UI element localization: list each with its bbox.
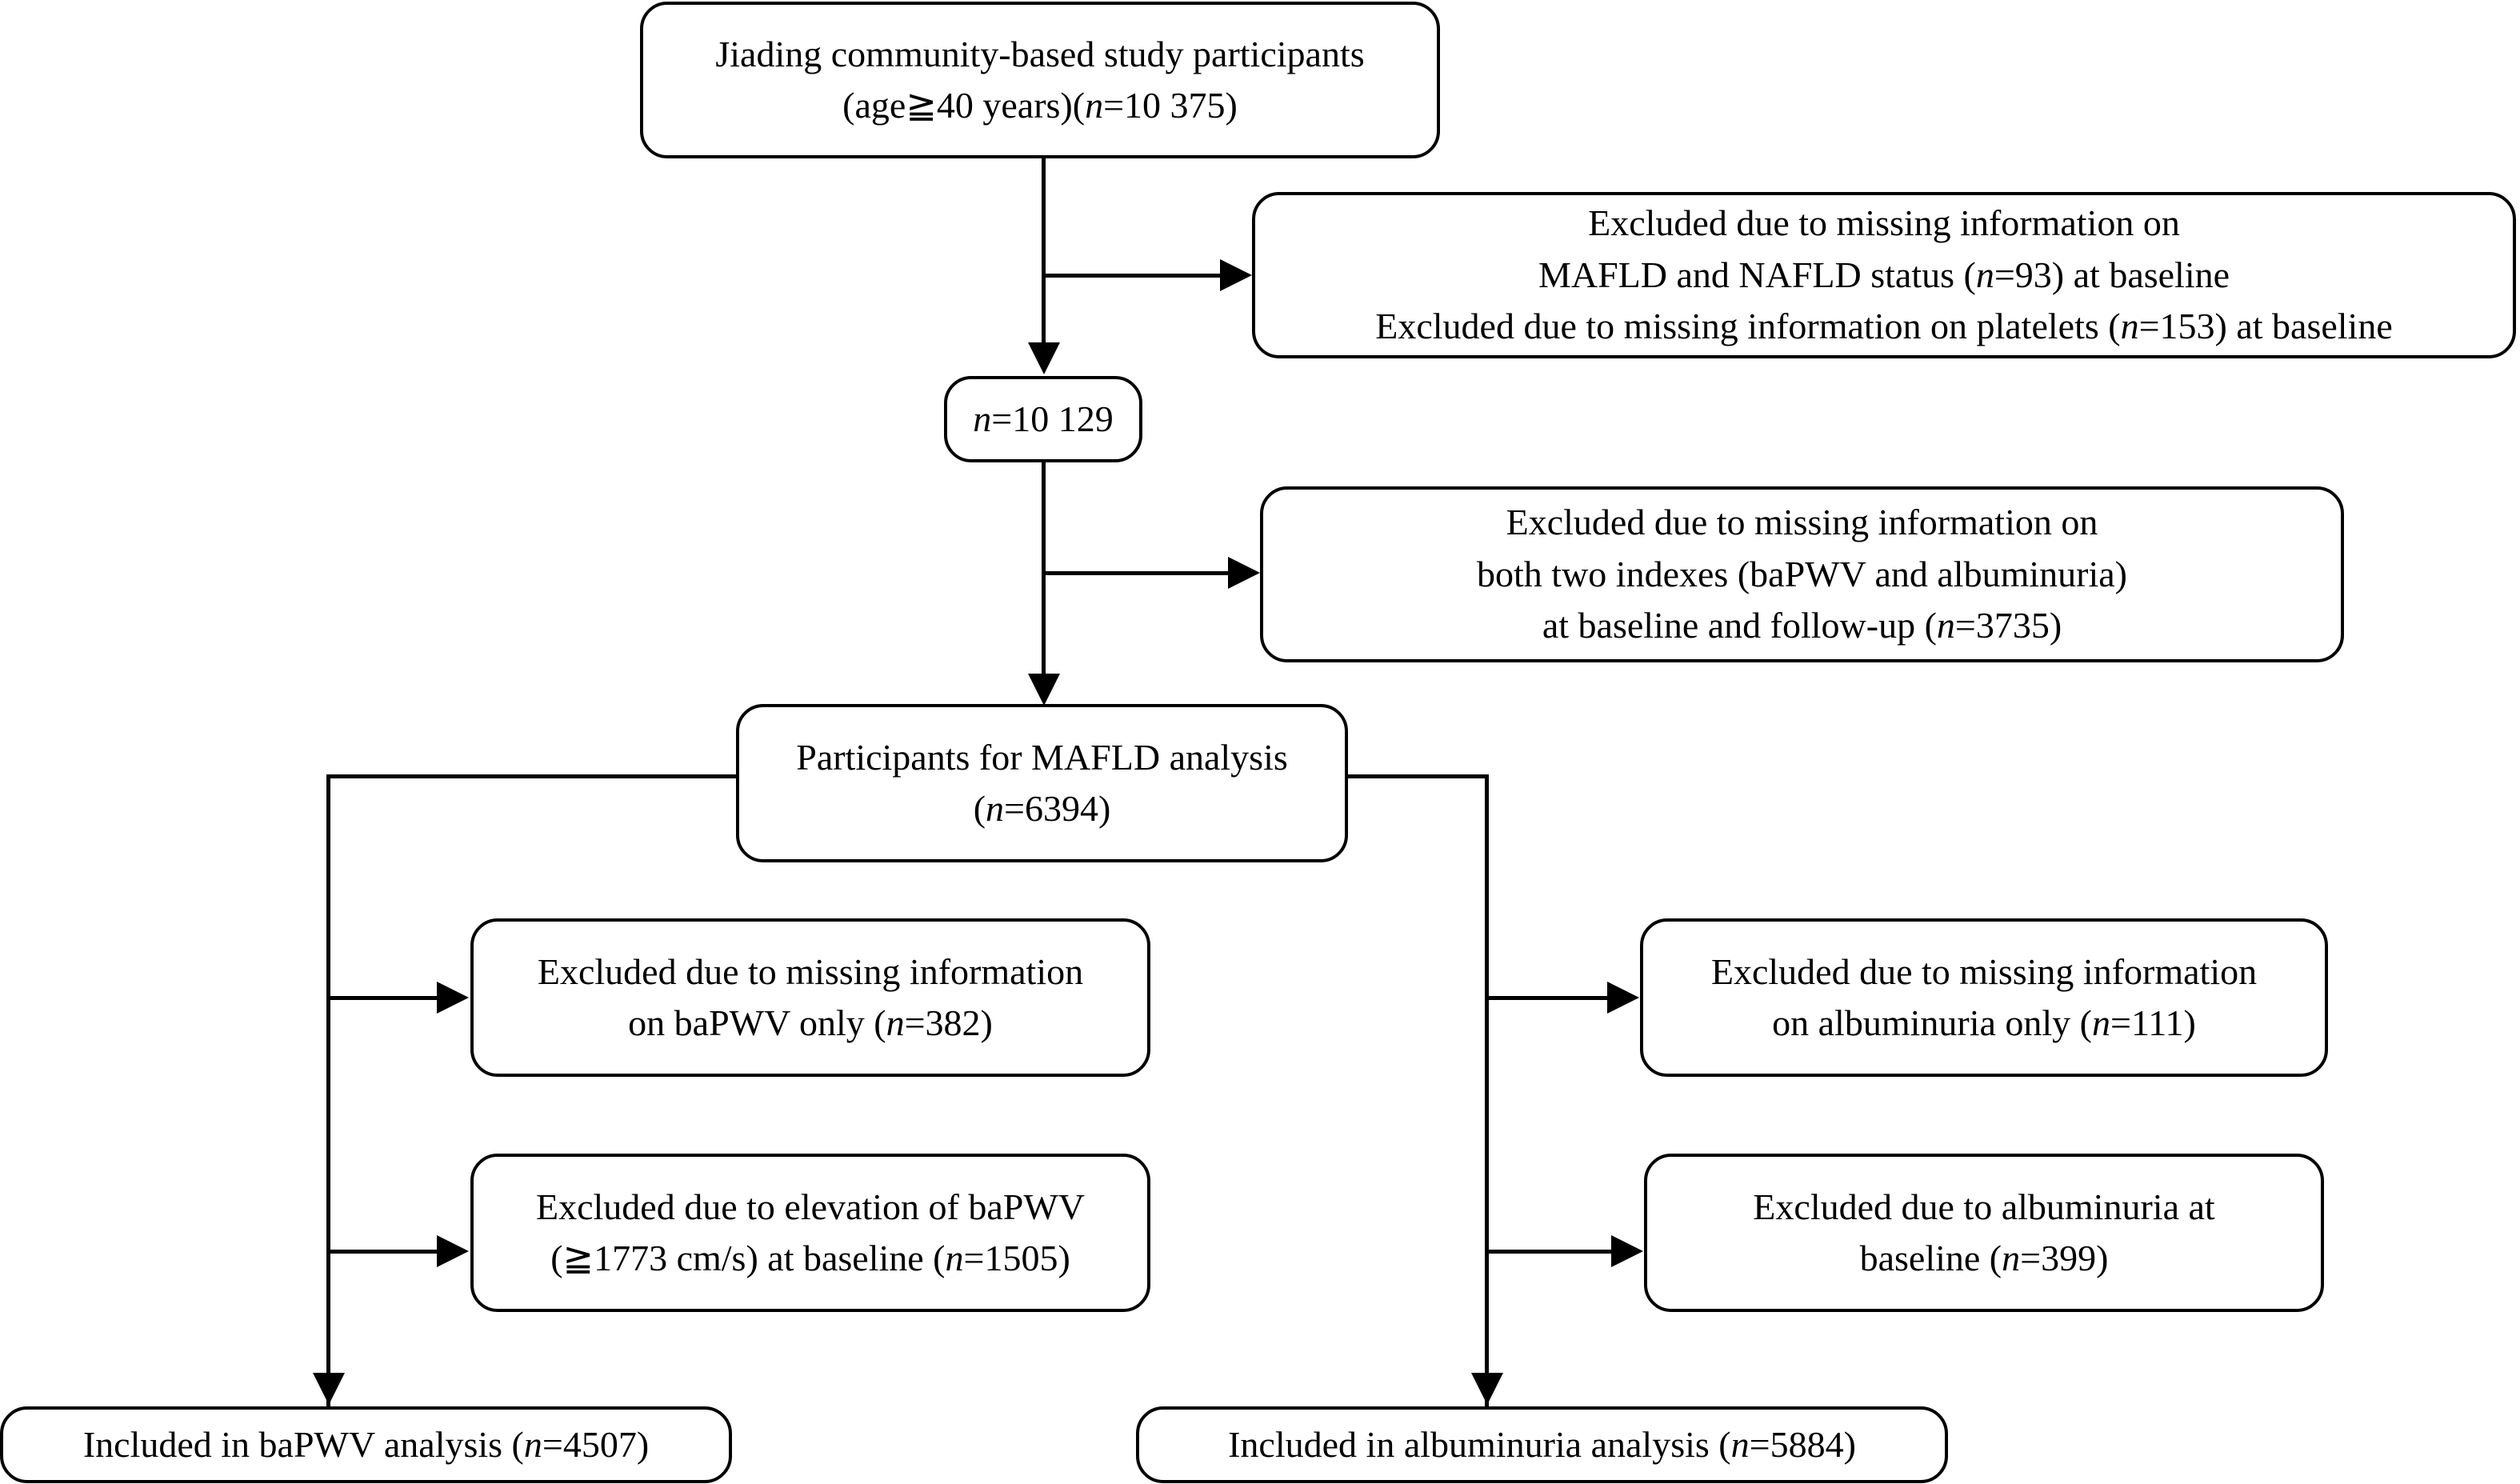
node-included-albuminuria-analysis[interactable]: Included in albuminuria analysis (n=5884… [1136,1406,1948,1483]
node-excl-l1-line2-pre: on baPWV only ( [628,1002,886,1043]
node-remaining-value: =10 129 [991,398,1114,439]
node-incl-l-line-1: Included in baPWV analysis (n=4507) [18,1419,714,1470]
node-excluded-albuminuria-baseline[interactable]: Excluded due to albuminuria at baseline … [1644,1154,2324,1312]
node-excl-r2-line-1: Excluded due to albuminuria at [1753,1186,2215,1227]
node-remaining-line: n=10 129 [962,394,1125,445]
node-study-participants[interactable]: Jiading community-based study participan… [640,2,1440,158]
node-excl-l2-line-1: Excluded due to elevation of baPWV [536,1186,1085,1227]
node-top-line-1: Jiading community-based study participan… [715,33,1365,74]
node-incl-r-pre: Included in albuminuria analysis ( [1228,1423,1731,1465]
connector-right-to-exclude-r1 [1485,996,1609,1000]
connector-right-rail [1485,774,1489,1406]
arrowhead-exclude-r1 [1607,982,1639,1014]
node-excl-l1-line-2: on baPWV only (n=382) [488,998,1133,1049]
node-incl-r-line-1: Included in albuminuria analysis (n=5884… [1154,1419,1930,1470]
n-italic: n [945,1238,964,1278]
node-excl-l2-line2-mid: 1773 cm/s) at baseline ( [594,1238,946,1278]
node-excl-l2-line2-pre: ( [550,1238,563,1278]
node-participants-mafld-analysis[interactable]: Participants for MAFLD analysis (n=6394) [736,704,1348,862]
node-top-line2-pre: (age [842,85,906,126]
connector-left-rail [326,774,330,1406]
n-italic: n [2092,1002,2110,1043]
node-excl-r2-line2-pre: baseline ( [1859,1238,2002,1278]
node-excluded-both-indexes[interactable]: Excluded due to missing information on b… [1260,486,2344,662]
greater-equal-symbol: ≧ [906,85,937,126]
connector-mafld-right-stub [1345,774,1489,778]
node-exclude2-line3-pre: at baseline and follow-up ( [1542,605,1937,646]
connector-right-to-exclude-r2 [1485,1250,1613,1254]
arrowhead-to-remaining [1028,342,1060,374]
greater-equal-symbol: ≧ [562,1238,594,1278]
node-excl-r2-line-2: baseline (n=399) [1662,1233,2306,1284]
node-excluded-albuminuria-missing[interactable]: Excluded due to missing information on a… [1640,918,2328,1077]
node-mafld-line2-post: =6394) [1004,788,1111,829]
node-exclude2-line3-post: =3735) [1954,605,2062,646]
node-excl-l1-line-1: Excluded due to missing information [537,950,1084,992]
arrowhead-exclude-l2 [437,1235,469,1267]
arrowhead-to-exclude-1 [1220,259,1252,291]
node-excl-l2-line2-post: =1505) [963,1238,1070,1278]
n-italic: n [973,398,992,439]
n-italic: n [523,1423,542,1465]
connector-to-exclude-1 [1042,274,1222,278]
node-excl-l1-line2-post: =382) [904,1002,993,1043]
node-excluded-bapwv-elevation[interactable]: Excluded due to elevation of baPWV (≧177… [470,1154,1150,1312]
node-excl-r1-line-2: on albuminuria only (n=111) [1658,998,2310,1049]
node-top-line2-post: =10 375) [1103,85,1238,126]
arrowhead-exclude-l1 [437,982,469,1014]
node-incl-l-pre: Included in baPWV analysis ( [82,1423,524,1465]
node-excluded-mafld-nafld-platelets[interactable]: Excluded due to missing information on M… [1252,192,2516,358]
node-excl-r1-line2-pre: on albuminuria only ( [1772,1002,2092,1043]
node-exclude1-line2-pre: MAFLD and NAFLD status ( [1538,254,1976,295]
arrowhead-included-right [1471,1373,1503,1405]
arrowhead-exclude-r2 [1611,1235,1643,1267]
node-excl-l2-line-2: (≧1773 cm/s) at baseline (n=1505) [488,1233,1133,1284]
node-excl-r2-line2-post: =399) [2020,1238,2109,1278]
node-incl-l-post: =4507) [542,1423,650,1465]
connector-to-exclude-2 [1042,571,1230,575]
node-exclude1-line2-post: =93) at baseline [1994,254,2230,295]
node-top-line-2: (age≧40 years)(n=10 375) [658,80,1422,131]
connector-mafld-left-stub [326,774,739,778]
connector-top-to-remaining [1042,158,1046,344]
node-exclude2-line-1: Excluded due to missing information on [1506,502,2098,543]
arrowhead-included-left [313,1373,345,1405]
node-mafld-line2-pre: ( [973,788,986,829]
node-exclude1-line3-post: =153) at baseline [2138,306,2393,347]
node-exclude1-line-3: Excluded due to missing information on p… [1270,301,2498,352]
node-mafld-line-2: (n=6394) [754,783,1330,834]
n-italic: n [1085,85,1104,126]
node-exclude2-line-2: both two indexes (baPWV and albuminuria) [1477,553,2127,594]
node-exclude1-line-1: Excluded due to missing information on [1588,202,2180,244]
node-exclude1-line3-pre: Excluded due to missing information on p… [1375,306,2121,347]
arrowhead-to-mafld [1028,674,1060,706]
node-top-line2-mid: 40 years)( [936,85,1086,126]
n-italic: n [886,1002,905,1043]
n-italic: n [2002,1238,2021,1278]
n-italic: n [2120,306,2139,347]
node-mafld-line-1: Participants for MAFLD analysis [796,736,1288,778]
node-remaining-count[interactable]: n=10 129 [944,376,1142,462]
connector-left-to-exclude-l1 [326,996,438,1000]
node-included-bapwv-analysis[interactable]: Included in baPWV analysis (n=4507) [0,1406,732,1483]
arrowhead-to-exclude-2 [1228,557,1260,589]
n-italic: n [1936,605,1955,646]
node-excl-r1-line2-post: =111) [2110,1002,2196,1043]
node-exclude2-line-3: at baseline and follow-up (n=3735) [1278,600,2326,651]
node-excl-r1-line-1: Excluded due to missing information [1710,950,2258,992]
n-italic: n [1730,1423,1750,1465]
connector-remaining-to-mafld [1042,462,1046,677]
node-incl-r-post: =5884) [1749,1423,1856,1465]
node-excluded-bapwv-missing[interactable]: Excluded due to missing information on b… [470,918,1150,1077]
node-exclude1-line-2: MAFLD and NAFLD status (n=93) at baselin… [1270,250,2498,301]
connector-left-to-exclude-l2 [326,1250,438,1254]
n-italic: n [1975,254,1994,295]
n-italic: n [986,788,1005,829]
